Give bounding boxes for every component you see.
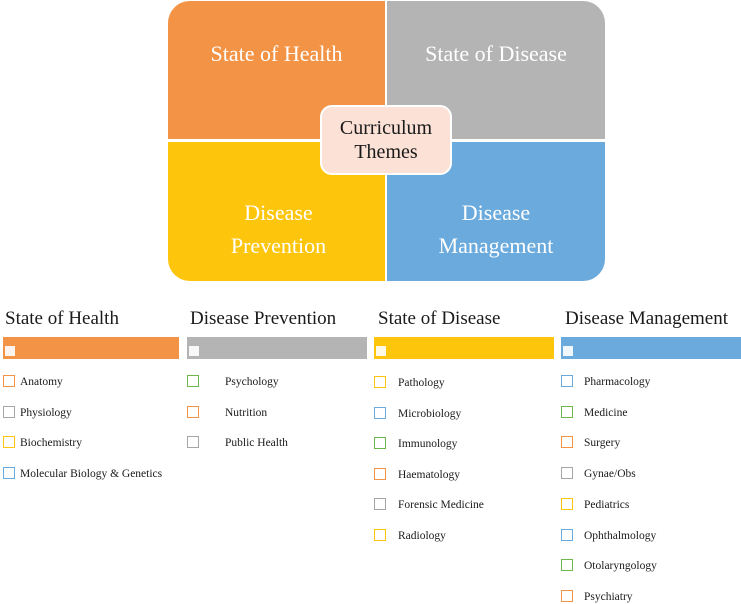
legend-checkbox-icon [3,405,15,418]
legend-item-label: Otolaryngology [584,560,657,573]
legend-checkbox-icon [561,436,573,449]
legend-bar-swatch-icon [376,346,386,356]
legend-item-label: Radiology [398,529,446,542]
legend-color-bar [374,337,554,359]
legend-checkbox-icon [374,437,386,449]
legend-item-label: Immunology [398,438,458,450]
legend-column-title: State of Health [5,308,119,329]
legend-checkbox-icon [561,467,573,480]
legend-checkbox-icon [187,436,199,448]
legend-item-label: Public Health [225,437,288,449]
quadrant-label: Disease Management [387,196,605,262]
legend-item-label: Haematology [398,468,460,481]
legend-checkbox-icon [561,528,573,541]
curriculum-quadrant-diagram: State of Health State of Disease Disease… [168,1,605,281]
legend-column-title: Disease Management [565,308,729,329]
center-label-line2: Themes [354,141,418,163]
legend-checkbox-icon [3,466,15,479]
legend-item-label: Pathology [398,377,445,389]
legend-item-label: Psychiatry [584,590,633,603]
legend-item-label: Psychology [225,376,279,388]
legend-checkbox-icon [374,467,386,480]
quadrant-label-line1: Disease [461,200,531,225]
legend-item-label: Biochemistry [20,437,82,449]
center-label-line1: Curriculum [339,117,433,139]
legend-item-label: Molecular Biology & Genetics [20,467,163,480]
legend-checkbox-icon [374,406,386,419]
quadrant-state-of-health: State of Health [168,1,385,139]
legend-item-label: Microbiology [398,407,462,420]
legend-checkbox-icon [187,375,199,387]
legend-item-label: Gynae/Obs [584,468,636,481]
legend-column-title: Disease Prevention [190,308,337,329]
legend-checkbox-icon [561,375,573,387]
legend-bar-swatch-icon [563,346,573,356]
quadrant-label-line1: Disease [244,200,313,225]
quadrant-label: State of Health [210,41,343,66]
quadrant-disease-prevention: Disease Prevention [168,142,385,281]
legend-checkbox-icon [374,528,386,541]
legend-checkbox-icon [3,375,15,387]
legend-item-label: Ophthalmology [584,529,657,542]
legend-item-label: Surgery [584,437,621,450]
legend-item-label: Pediatrics [584,498,630,511]
legend-checkbox-icon [561,405,573,418]
legend-checkbox-icon [374,376,386,388]
legend-item-label: Physiology [20,406,72,419]
legend-color-bar [187,337,367,359]
legend-column-title: State of Disease [378,308,501,329]
legend-checkbox-icon [3,436,15,448]
quadrant-label-line2: Management [438,233,554,258]
legend-item-label: Pharmacology [584,376,651,388]
legend-item-label: Anatomy [20,376,63,388]
legend-bar-swatch-icon [5,346,15,356]
legend-checkbox-icon [561,559,573,572]
legend-checkbox-icon [374,498,386,510]
legend-checkbox-icon [561,589,573,602]
legend-checkbox-icon [561,497,573,510]
quadrant-label: Disease Prevention [168,196,385,262]
legend-bar-swatch-icon [189,346,199,356]
legend-item-label: Medicine [584,406,628,419]
quadrant-label: State of Disease [425,41,567,66]
quadrant-label-line2: Prevention [230,233,327,258]
legend-color-bar [3,337,179,359]
legend-item-label: Forensic Medicine [398,499,484,511]
legend-item-label: Nutrition [225,406,268,419]
legend-checkbox-icon [187,405,199,418]
legend-color-bar [561,337,741,359]
center-curriculum-themes: Curriculum Themes [320,105,452,175]
